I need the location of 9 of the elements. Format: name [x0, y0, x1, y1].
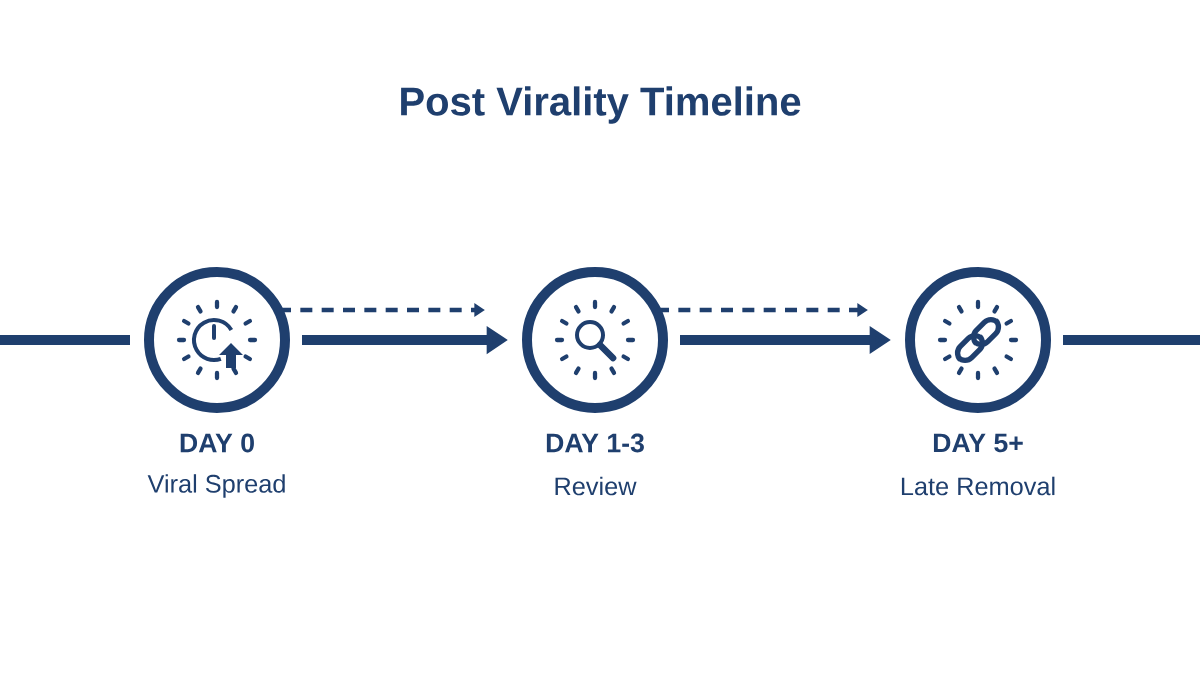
- stage-label: Late Removal: [901, 476, 1055, 496]
- title: Post Virality Timeline: [401, 86, 801, 124]
- day-label: DAY 1-3: [546, 433, 644, 453]
- day-label: DAY 5+: [933, 433, 1023, 453]
- day-label: DAY 0: [180, 433, 254, 453]
- timeline-line: [1063, 335, 1200, 345]
- stage-label: Review: [555, 476, 637, 496]
- stage-label: Viral Spread: [147, 474, 285, 498]
- timeline-line: [0, 335, 130, 345]
